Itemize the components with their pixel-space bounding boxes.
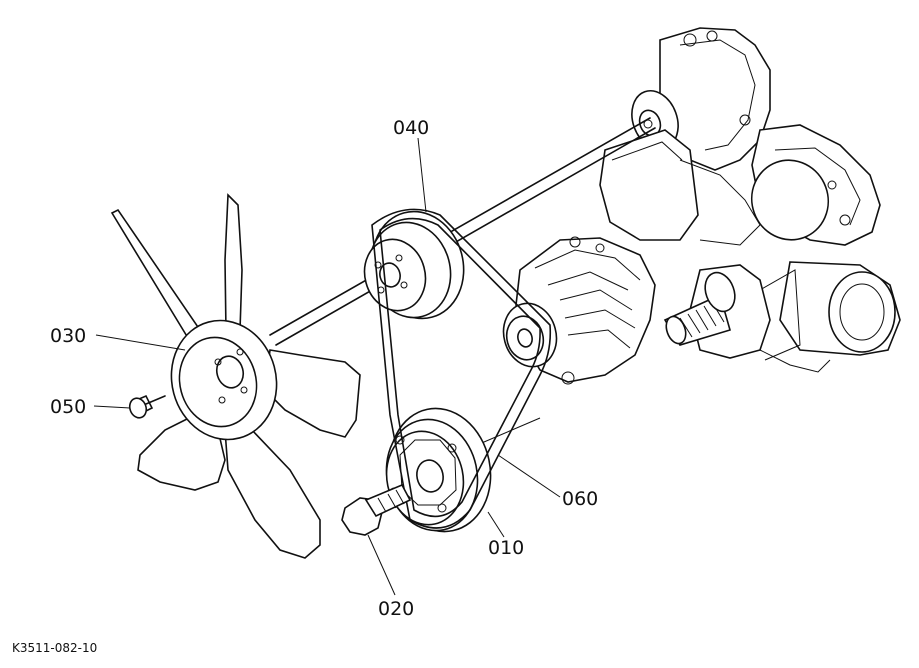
leader-030 — [95, 334, 186, 351]
leader-060 — [497, 454, 561, 498]
leader-050 — [93, 405, 131, 409]
leader-lines — [93, 137, 561, 596]
leader-020 — [367, 534, 396, 596]
callout-030: 030 — [50, 325, 86, 347]
drawing-reference-number: K3511-082-10 — [12, 641, 97, 655]
cooling-fan — [110, 193, 361, 559]
engine-block — [599, 27, 881, 246]
callout-060: 060 — [562, 488, 598, 510]
alternator-pulley — [502, 302, 558, 368]
pulley-bolt — [341, 483, 412, 536]
leader-040 — [417, 137, 427, 213]
callout-040: 040 — [393, 117, 429, 139]
leader-010 — [487, 511, 505, 538]
fan-bolt — [128, 394, 166, 419]
crankshaft-pulley — [385, 407, 492, 533]
v-belt — [371, 208, 552, 529]
callout-labels: 040 030 050 060 010 020 — [50, 117, 598, 620]
callout-020: 020 — [378, 598, 414, 620]
starter-motor — [663, 261, 901, 373]
water-pump-pulley — [363, 210, 465, 320]
callout-010: 010 — [488, 537, 524, 559]
callout-050: 050 — [50, 396, 86, 418]
